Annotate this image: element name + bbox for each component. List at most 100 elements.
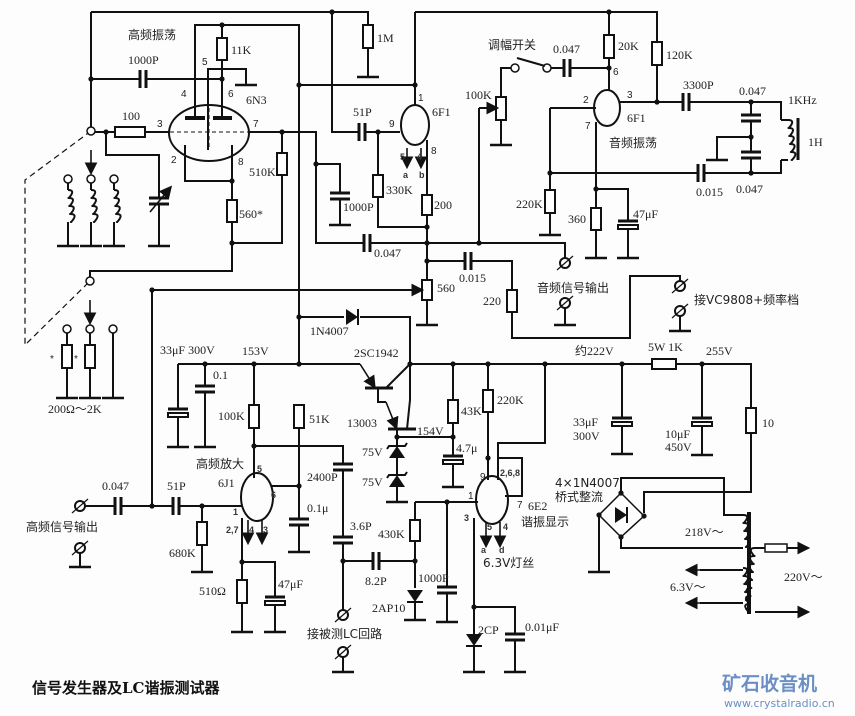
resistor: [226, 199, 238, 223]
label-c-01u: 0.1μ: [307, 501, 328, 515]
wire: [249, 131, 364, 244]
am-switch-label: 调幅开关: [488, 37, 536, 52]
label-pot-100k: 100K: [465, 88, 492, 102]
wire: [91, 11, 369, 25]
resistor: [248, 404, 260, 429]
terminal-icon: [671, 303, 689, 319]
wire: [184, 145, 232, 182]
coil-icon: [90, 189, 99, 223]
pin-label: 7: [585, 121, 591, 132]
lc-connect-label: 接被测LC回路: [307, 626, 382, 641]
label-d-1n4007: 1N4007: [310, 324, 349, 338]
junction-dot: [279, 129, 285, 135]
label-c-0047-a: 0.047: [739, 84, 766, 98]
label-r-sel: 200Ω～2K: [48, 402, 102, 416]
label-c-1000p-low: 1000P: [418, 571, 449, 585]
voltage-153v: 153V: [242, 344, 269, 358]
junction-dot: [593, 186, 599, 192]
label-c-51p-top: 51P: [353, 105, 372, 119]
resistor: [293, 404, 305, 429]
am-switch-blade: [516, 57, 546, 67]
terminal-icon: [556, 295, 574, 311]
pin-label: 4: [249, 525, 254, 535]
wire: [207, 68, 247, 150]
diode-body: [389, 475, 405, 487]
terminal-icon: [556, 255, 574, 271]
capacitor: [289, 517, 309, 527]
wire: [471, 260, 513, 290]
voltage-218v: 218V～: [685, 525, 724, 539]
junction-dot: [103, 129, 109, 135]
wire: [105, 132, 160, 198]
resistor: [372, 174, 384, 198]
resistor: [84, 344, 96, 369]
labels: 高频振荡 音频振荡 高频放大 谐振显示 调幅开关 音频信号输出 高频信号输出 接…: [26, 27, 835, 710]
label-r-220: 220: [483, 294, 501, 308]
junction-dot: [748, 99, 754, 105]
resistor: [603, 34, 615, 59]
junction-dot: [606, 65, 612, 71]
label-c-1000p-top: 1000P: [128, 53, 159, 67]
contact-icon: [63, 174, 73, 184]
tube-6f1-audio-label: 6F1: [627, 111, 646, 125]
terminal-icon: [671, 278, 689, 294]
tube-6e2-label: 6E2: [528, 499, 547, 513]
resistor: [482, 389, 494, 413]
capacitor: [562, 59, 572, 77]
capacitor-plate: [167, 412, 189, 418]
wire: [620, 477, 743, 516]
resistor: [603, 34, 615, 59]
wire: [316, 163, 341, 193]
wire: [370, 242, 566, 258]
pin-label: 9: [389, 119, 395, 130]
voltage-220v: 220V～: [784, 570, 823, 584]
wire: [377, 197, 427, 228]
label-c-0047-in: 0.047: [102, 479, 129, 493]
junction-dot: [619, 361, 625, 367]
junction-dot: [239, 559, 245, 565]
label-r-200: 200: [434, 198, 452, 212]
resistor: [409, 519, 421, 542]
pin-label: 7: [253, 119, 259, 130]
capacitor: [357, 123, 367, 141]
junction-dot: [748, 170, 754, 176]
capacitor: [333, 462, 353, 472]
contact-icon: [109, 174, 119, 184]
ganged-switch-link: [24, 130, 92, 347]
capacitor-plate: [691, 421, 713, 427]
resistor: [276, 152, 288, 176]
wire: [716, 136, 751, 160]
bridge-label-2: 桥式整流: [555, 489, 603, 504]
diode-body: [346, 309, 358, 325]
components: [24, 9, 811, 674]
pin-label: 5: [400, 152, 405, 162]
resistor: [447, 399, 459, 424]
pin-label: a: [403, 170, 409, 180]
junction-dot: [641, 513, 647, 519]
resistor: [506, 289, 518, 313]
resistor: [495, 96, 507, 121]
capacitor: [330, 191, 350, 201]
label-r-360: 360: [568, 212, 586, 226]
resistor: [216, 37, 228, 61]
tube-6n3-label: 6N3: [246, 93, 267, 107]
resistor: [651, 41, 663, 66]
zener-diode-icon: [386, 471, 408, 487]
label-r-1m: 1M: [377, 31, 394, 45]
label-r-20k: 20K: [618, 39, 639, 53]
terminal-slash: [556, 295, 574, 311]
junction-dot: [407, 361, 413, 367]
junction-dot: [229, 240, 235, 246]
label-c-47u: 4.7μ: [456, 441, 477, 455]
terminal-icon: [334, 607, 352, 623]
junction-dot: [340, 558, 346, 564]
label-c-0047-b: 0.047: [736, 182, 763, 196]
resistor: [482, 389, 494, 413]
terminal-slash: [556, 255, 574, 271]
capacitor: [681, 93, 691, 111]
pin-label: 2,7: [226, 525, 239, 535]
pin-label: *: [50, 354, 54, 365]
capacitor-plate: [617, 224, 639, 230]
arrow-icon: [149, 185, 173, 213]
label-c-33uf-a: 33μF 300V: [160, 343, 215, 357]
